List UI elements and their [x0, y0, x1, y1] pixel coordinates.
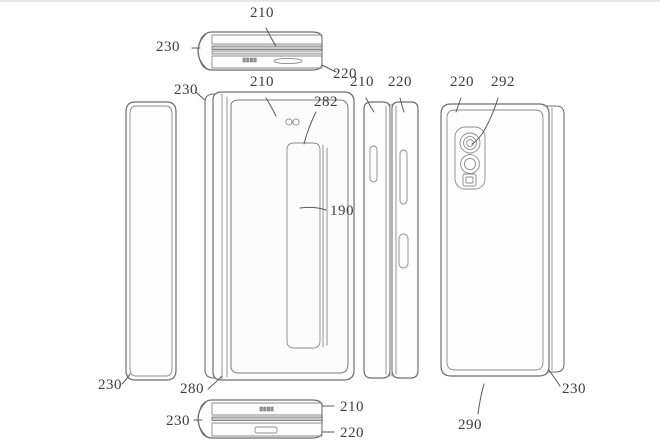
ref-label-rear-292: 292 [491, 74, 515, 90]
ref-label-top-210: 210 [250, 5, 274, 21]
ref-label-top-220: 220 [333, 66, 357, 82]
reference-label-group: 210 230 220 230 210 282 190 280 230 210 … [98, 5, 586, 440]
ref-label-front-210: 210 [250, 74, 274, 90]
speaker-grille-top [242, 57, 257, 63]
ref-label-left-230: 230 [98, 377, 122, 393]
ref-label-bottom-230: 230 [166, 413, 190, 429]
speaker-grille-bottom [259, 406, 274, 412]
ref-label-bottom-210: 210 [340, 399, 364, 415]
left-edge-view [121, 101, 177, 385]
ref-label-front-190: 190 [330, 203, 354, 219]
front-view [195, 91, 355, 390]
ref-label-front-280: 280 [180, 381, 204, 397]
side-view [363, 97, 419, 379]
bottom-edge-view [193, 399, 335, 439]
ref-label-rear-290: 290 [458, 417, 482, 433]
ref-label-side-220: 220 [388, 74, 412, 90]
ref-label-front-230: 230 [174, 82, 198, 98]
ref-label-front-282: 282 [314, 94, 338, 110]
rear-view [440, 97, 565, 415]
ref-label-top-230: 230 [156, 39, 180, 55]
ref-label-side-210: 210 [350, 74, 374, 90]
ref-label-rear-220: 220 [450, 74, 474, 90]
front-camera-dots [285, 118, 300, 126]
top-edge-view [191, 27, 337, 73]
side-buttons [369, 145, 409, 269]
ref-label-bottom-220: 220 [340, 425, 364, 440]
ref-label-rear-230: 230 [562, 381, 586, 397]
